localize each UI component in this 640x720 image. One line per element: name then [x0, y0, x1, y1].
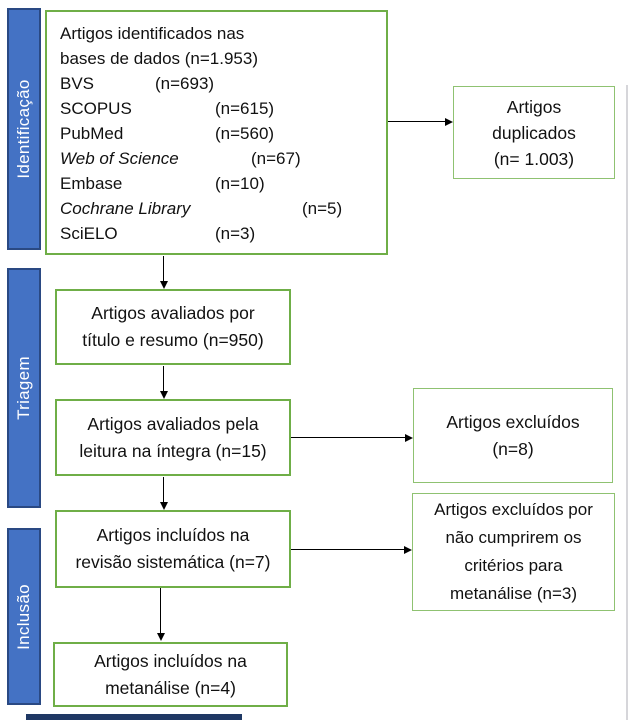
database-name: Cochrane Library: [60, 199, 191, 218]
page-edge-line: [626, 85, 628, 720]
identified-header-line: bases de dados (n=1.953): [60, 49, 259, 68]
duplicates-text: Artigos duplicados (n= 1.003): [454, 87, 614, 178]
title-abstract-text: Artigos avaliados por título e resumo (n=…: [57, 291, 289, 363]
box-text-line: metanálise (n=4): [105, 677, 236, 698]
box-text-line: não cumprirem os: [445, 528, 582, 547]
database-row: PubMed (n=560): [60, 121, 378, 146]
box-text-line: Artigos avaliados por: [91, 303, 255, 323]
box-text-line: (n= 1.003): [493, 148, 575, 169]
phase-label-triagem: Triagem: [14, 356, 33, 420]
database-count: (n=3): [215, 224, 256, 243]
phase-label-identificacao: Identificação: [14, 79, 33, 179]
database-count: (n=67): [251, 149, 301, 168]
identified-articles-content: Artigos identificados nas bases de dados …: [47, 12, 386, 253]
excluded-text: Artigos excluídos (n=8): [414, 389, 612, 482]
database-count: (n=693): [155, 74, 215, 93]
database-count: (n=5): [302, 199, 343, 218]
box-text-line: duplicados: [492, 122, 576, 143]
database-name: SCOPUS: [60, 99, 132, 118]
database-row: BVS (n=693): [60, 71, 378, 96]
database-count: (n=560): [215, 124, 275, 143]
database-count: (n=615): [215, 99, 275, 118]
box-identified-articles: Artigos identificados nas bases de dados …: [45, 10, 388, 255]
phase-bar-triagem: Triagem: [7, 268, 41, 508]
box-title-abstract: Artigos avaliados por título e resumo (n=…: [55, 289, 291, 365]
database-row: Embase (n=10): [60, 171, 378, 196]
box-systematic-review: Artigos incluídos na revisão sistemática …: [55, 510, 291, 588]
phase-label-inclusao: Inclusão: [14, 583, 33, 650]
box-full-text: Artigos avaliados pela leitura na íntegra…: [55, 399, 291, 476]
database-name: Embase: [60, 174, 123, 193]
box-duplicates: Artigos duplicados (n= 1.003): [453, 86, 615, 179]
box-text-line: título e resumo (n=950): [82, 330, 264, 350]
database-name: BVS: [60, 74, 95, 93]
excluded-meta-text: Artigos excluídos por não cumprirem os cri…: [413, 494, 614, 610]
box-text-line: leitura na íntegra (n=15): [79, 440, 267, 461]
box-excluded: Artigos excluídos (n=8): [413, 388, 613, 483]
phase-bar-inclusao: Inclusão: [7, 528, 41, 705]
box-text-line: critérios para: [464, 556, 563, 575]
box-text-line: (n=8): [492, 438, 534, 459]
box-text-line: revisão sistemática (n=7): [75, 552, 271, 572]
database-count: (n=10): [215, 174, 265, 193]
phase-bar-identificacao: Identificação: [7, 8, 41, 250]
box-meta-analysis: Artigos incluídos na metanálise (n=4): [53, 642, 288, 707]
database-name: SciELO: [60, 224, 118, 243]
box-text-line: Artigos incluídos na: [94, 650, 247, 671]
box-text-line: Artigos excluídos por: [434, 500, 593, 519]
database-row: SCOPUS (n=615): [60, 96, 378, 121]
box-text-line: Artigos incluídos na: [96, 525, 250, 545]
box-text-line: Artigos excluídos: [446, 411, 580, 432]
identified-header-line: Artigos identificados nas: [60, 24, 245, 43]
database-row: SciELO (n=3): [60, 221, 378, 246]
box-text-line: metanálise (n=3): [449, 584, 578, 603]
box-excluded-meta: Artigos excluídos por não cumprirem os cri…: [412, 493, 615, 611]
full-text-text: Artigos avaliados pela leitura na íntegra…: [57, 401, 289, 474]
database-name: PubMed: [60, 124, 124, 143]
database-row: Cochrane Library (n=5): [60, 196, 378, 221]
bottom-edge-strip: [26, 714, 242, 720]
box-text-line: Artigos avaliados pela: [87, 413, 259, 434]
meta-analysis-text: Artigos incluídos na metanálise (n=4): [55, 644, 286, 705]
systematic-review-text: Artigos incluídos na revisão sistemática …: [57, 512, 289, 586]
database-row: Web of Science (n=67): [60, 146, 378, 171]
box-text-line: Artigos: [506, 96, 562, 117]
database-name: Web of Science: [60, 149, 179, 168]
